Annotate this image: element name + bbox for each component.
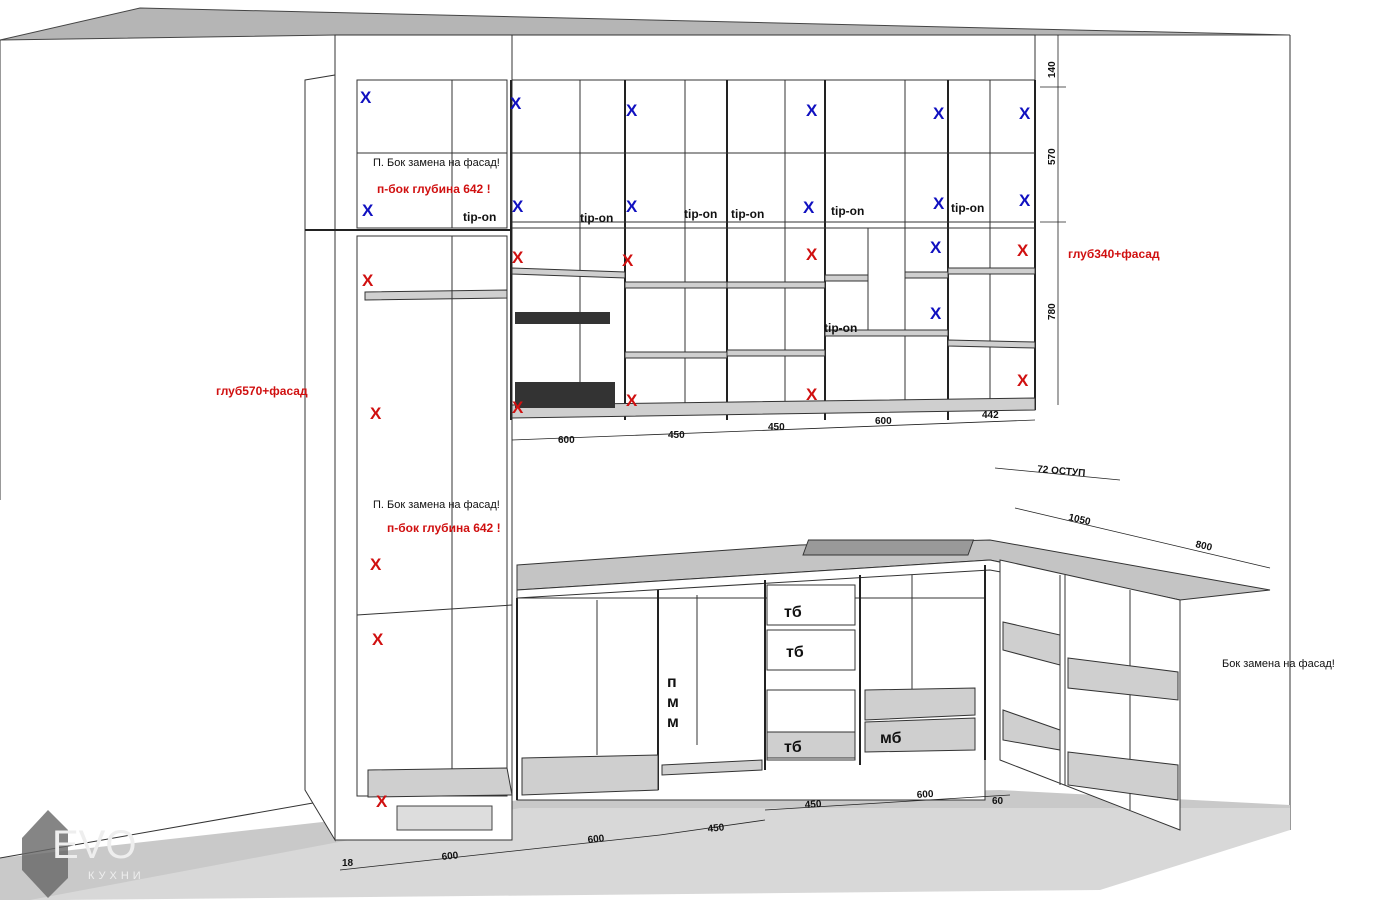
dimension-lines	[339, 35, 1271, 871]
dim-upper-600a: 600	[558, 435, 575, 446]
red-x-marker: X	[376, 792, 388, 811]
blue-x-marker: X	[510, 94, 522, 113]
upper-cabinets	[510, 34, 1036, 420]
tall-cabinet	[304, 34, 513, 842]
dish-rack	[515, 312, 615, 408]
red-x-marker: X	[370, 555, 382, 574]
tip-on-label: tip-on	[463, 210, 496, 224]
dishwasher-label-m: м	[667, 694, 679, 711]
drawer-label-tb: тб	[786, 644, 804, 661]
logo-brand: EVO	[52, 823, 136, 867]
dim-570: 570	[1047, 148, 1058, 165]
dim-upper-450b: 450	[768, 422, 785, 433]
red-x-marker: X	[1017, 241, 1029, 260]
vent-grille	[396, 805, 493, 831]
tip-on-label: tip-on	[731, 207, 764, 221]
dim-upper-600b: 600	[875, 416, 892, 427]
blue-x-marker: X	[512, 197, 524, 216]
drawers	[766, 584, 856, 761]
dim-base-450a: 450	[707, 822, 725, 835]
cooktop	[802, 539, 975, 556]
tip-on-label: tip-on	[824, 321, 857, 335]
note-side-facade-mid: П. Бок замена на фасад!	[373, 499, 500, 511]
red-x-marker: X	[806, 245, 818, 264]
evo-logo: EVO КУХНИ	[22, 810, 145, 898]
dishwasher-label-p: п	[667, 674, 677, 691]
dim-1050: 1050	[1067, 512, 1092, 528]
red-x-marker: X	[1017, 371, 1029, 390]
blue-x-marker: X	[360, 88, 372, 107]
tip-on-label: tip-on	[831, 204, 864, 218]
red-x-marker: X	[370, 404, 382, 423]
drawer-label-tb: тб	[784, 739, 802, 756]
red-x-marker: X	[372, 630, 384, 649]
dim-base-600b: 600	[587, 833, 605, 846]
blue-x-marker: X	[362, 201, 374, 220]
dim-140: 140	[1047, 61, 1058, 78]
note-depth-340: глуб340+фасад	[1068, 247, 1160, 261]
red-x-marker: X	[626, 391, 638, 410]
base-cabinets	[516, 539, 1271, 831]
blue-x-marker: X	[803, 198, 815, 217]
note-depth-642-top: п-бок глубина 642 !	[377, 182, 491, 196]
dim-60: 60	[992, 796, 1004, 807]
red-x-marker: X	[362, 271, 374, 290]
red-x-marker: X	[512, 398, 524, 417]
tip-on-label: tip-on	[684, 207, 717, 221]
red-x-marker: X	[622, 251, 634, 270]
dim-base-450b: 450	[804, 799, 822, 811]
dishwasher-label-m2: м	[667, 714, 679, 731]
red-x-marker: X	[512, 248, 524, 267]
tip-on-label: tip-on	[580, 211, 613, 225]
blue-x-marker: X	[1019, 191, 1031, 210]
drawer-label-tb: тб	[784, 604, 802, 621]
dim-upper-442: 442	[982, 410, 999, 421]
dim-base-600c: 600	[916, 789, 934, 801]
note-depth-570: глуб570+фасад	[216, 384, 308, 398]
blue-x-marker: X	[930, 238, 942, 257]
dim-780: 780	[1047, 303, 1058, 320]
dim-upper-450a: 450	[668, 430, 685, 441]
note-side-facade-right: Бок замена на фасад!	[1222, 658, 1335, 670]
logo-subtitle: КУХНИ	[88, 870, 145, 882]
annotations: П. Бок замена на фасад! п-бок глубина 64…	[216, 157, 1335, 756]
dim-offset: 72 ОСТУП	[1037, 464, 1086, 479]
dim-base-600a: 600	[441, 850, 459, 863]
blue-x-marker: X	[933, 104, 945, 123]
dim-18: 18	[342, 858, 354, 869]
blue-x-marker: X	[933, 194, 945, 213]
red-x-marker: X	[806, 385, 818, 404]
blue-x-marker: X	[626, 197, 638, 216]
blue-x-marker: X	[626, 101, 638, 120]
blue-x-marker: X	[1019, 104, 1031, 123]
dim-800: 800	[1194, 539, 1213, 554]
note-depth-642-mid: п-бок глубина 642 !	[387, 521, 501, 535]
blue-x-marker: X	[930, 304, 942, 323]
blue-x-marker: X	[806, 101, 818, 120]
drawer-label-mb: мб	[880, 730, 902, 747]
markers: X X X X X X X X X X X X X X X X X X X X …	[360, 88, 1031, 811]
room-walls	[0, 7, 1291, 900]
tip-on-label: tip-on	[951, 201, 984, 215]
dimension-labels: 140 570 780 600 450 450 600 442 72 ОСТУП…	[342, 61, 1213, 869]
note-side-facade-top: П. Бок замена на фасад!	[373, 157, 500, 169]
